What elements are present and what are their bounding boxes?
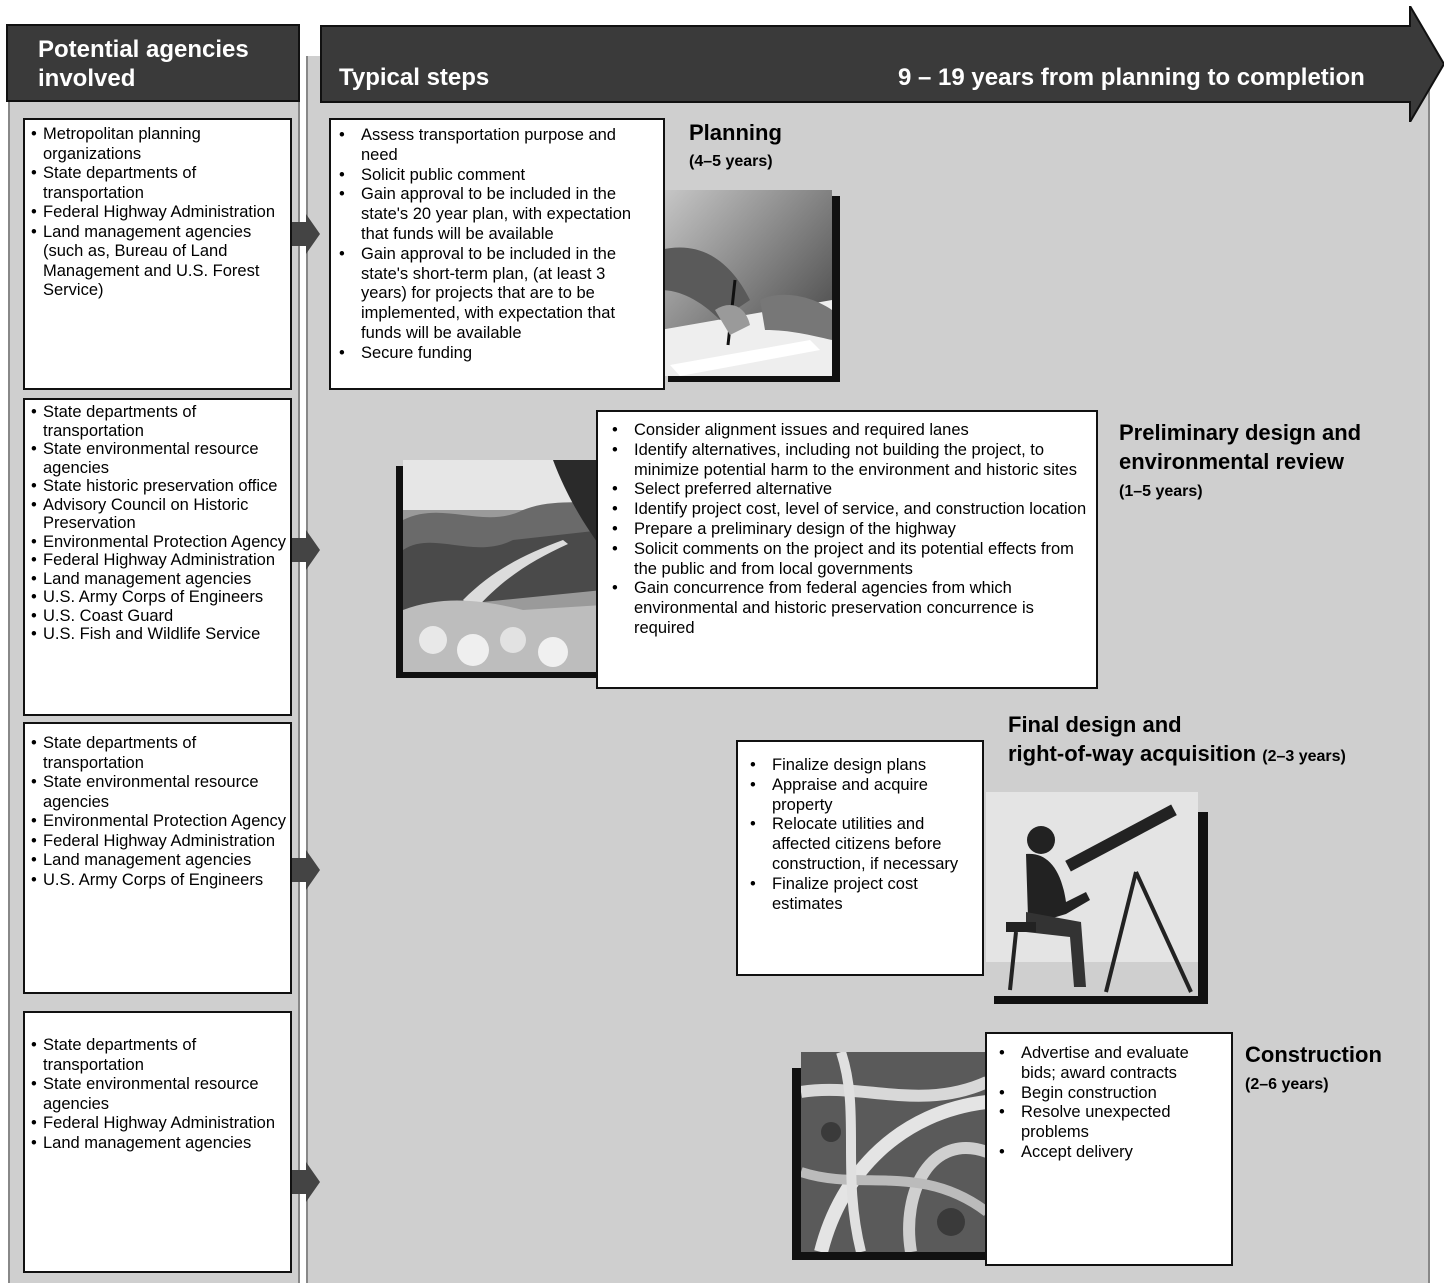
agency-item: State departments of transportation [31, 164, 290, 203]
final-design-agencies-box: State departments of transportation Stat… [23, 722, 292, 994]
step-item: Gain approval to be included in the stat… [339, 245, 655, 344]
preliminary-agencies-box: State departments of transportation Stat… [23, 398, 292, 716]
step-item: Assess transportation purpose and need [339, 126, 655, 166]
steps-header-label: Typical steps [339, 64, 490, 91]
duration-header-label: 9 – 19 years from planning to completion [898, 64, 1365, 91]
step-item: Finalize project cost estimates [750, 875, 976, 915]
agency-item: Land management agencies (such as, Burea… [31, 223, 290, 301]
construction-photo [801, 1052, 987, 1252]
construction-agencies-box: State departments of transportation Stat… [23, 1011, 292, 1273]
agency-item: Metropolitan planning organizations [31, 125, 290, 164]
step-item: Solicit comments on the project and its … [612, 540, 1088, 580]
step-item: Gain concurrence from federal agencies f… [612, 579, 1088, 638]
phase-1-arrow-icon [290, 214, 320, 259]
planning-duration: (4–5 years) [689, 153, 773, 170]
step-item: Secure funding [339, 344, 655, 364]
agency-item: Federal Highway Administration [31, 1114, 290, 1134]
step-item: Solicit public comment [339, 166, 655, 186]
mountain-road-icon [403, 460, 603, 672]
agency-item: Federal Highway Administration [31, 551, 290, 570]
step-item: Prepare a preliminary design of the high… [612, 520, 1088, 540]
drafting-table-icon [986, 792, 1198, 996]
planning-title: Planning [689, 120, 782, 145]
step-item: Select preferred alternative [612, 480, 1088, 500]
final-design-title-line1: Final design and [1008, 712, 1182, 737]
agency-item: Advisory Council on Historic Preservatio… [31, 496, 290, 533]
agency-item: State departments of transportation [31, 1036, 290, 1075]
step-item: Consider alignment issues and required l… [612, 421, 1088, 441]
step-item: Identify project cost, level of service,… [612, 500, 1088, 520]
agency-item: Land management agencies [31, 1134, 290, 1154]
phase-3-arrow-icon [290, 850, 320, 895]
final-design-steps-box: Finalize design plans Appraise and acqui… [736, 740, 984, 976]
preliminary-photo [403, 460, 603, 672]
agency-item: U.S. Army Corps of Engineers [31, 588, 290, 607]
step-item: Identify alternatives, including not bui… [612, 441, 1088, 481]
agency-item: Environmental Protection Agency [31, 533, 290, 552]
step-item: Finalize design plans [750, 756, 976, 776]
agency-item: State departments of transportation [31, 403, 290, 440]
agency-item: Environmental Protection Agency [31, 812, 290, 832]
step-item: Relocate utilities and affected citizens… [750, 815, 976, 874]
agencies-header: Potential agencies involved [6, 24, 300, 102]
agency-item: State environmental resource agencies [31, 773, 290, 812]
construction-duration: (2–6 years) [1245, 1076, 1329, 1093]
signing-document-icon [660, 190, 832, 376]
planning-agencies-box: Metropolitan planning organizations Stat… [23, 118, 292, 390]
agency-item: State historic preservation office [31, 477, 290, 496]
preliminary-duration: (1–5 years) [1119, 483, 1203, 500]
agency-item: U.S. Fish and Wildlife Service [31, 625, 290, 644]
agency-item: Land management agencies [31, 851, 290, 871]
highway-interchange-icon [801, 1052, 987, 1252]
final-design-title: right-of-way acquisition [1008, 741, 1257, 766]
agency-item: Land management agencies [31, 570, 290, 589]
agency-item: U.S. Coast Guard [31, 607, 290, 626]
step-item: Accept delivery [999, 1143, 1225, 1163]
agency-item: State departments of transportation [31, 734, 290, 773]
step-item: Resolve unexpected problems [999, 1103, 1225, 1143]
final-design-photo [986, 792, 1198, 996]
step-item: Begin construction [999, 1084, 1225, 1104]
timeline-arrow [319, 6, 1444, 122]
construction-steps-box: Advertise and evaluate bids; award contr… [985, 1032, 1233, 1266]
planning-photo [660, 190, 832, 376]
agency-item: U.S. Army Corps of Engineers [31, 871, 290, 891]
phase-2-arrow-icon [290, 530, 320, 575]
agency-item: Federal Highway Administration [31, 203, 290, 223]
step-item: Advertise and evaluate bids; award contr… [999, 1044, 1225, 1084]
phase-4-arrow-icon [290, 1162, 320, 1207]
column-divider [300, 102, 306, 1283]
preliminary-steps-box: Consider alignment issues and required l… [596, 410, 1098, 689]
step-item: Appraise and acquire property [750, 776, 976, 816]
agency-item: Federal Highway Administration [31, 832, 290, 852]
agency-item: State environmental resource agencies [31, 440, 290, 477]
construction-title: Construction [1245, 1042, 1382, 1067]
agencies-header-title: Potential agencies involved [38, 36, 249, 92]
step-item: Gain approval to be included in the stat… [339, 185, 655, 244]
preliminary-title: Preliminary design and environmental rev… [1119, 420, 1362, 474]
final-design-title-line2: right-of-way acquisition (2–3 years) [1008, 739, 1346, 771]
planning-steps-box: Assess transportation purpose and need S… [329, 118, 665, 390]
agency-item: State environmental resource agencies [31, 1075, 290, 1114]
final-design-duration: (2–3 years) [1262, 748, 1346, 765]
